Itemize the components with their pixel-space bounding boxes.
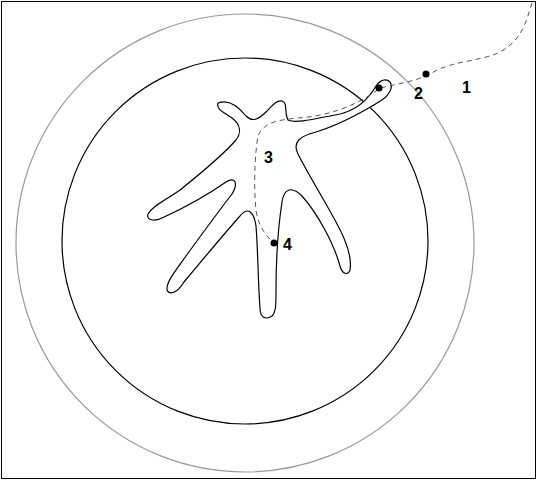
callout-number: 1 xyxy=(462,80,471,96)
point-dot xyxy=(271,240,278,247)
callout-number: 4 xyxy=(283,237,292,253)
point-dot xyxy=(423,71,430,78)
point-dot xyxy=(376,85,383,92)
route-dashed-line xyxy=(255,3,532,243)
callout-number: 2 xyxy=(414,86,423,102)
cave-outline xyxy=(148,80,392,318)
callout-number: 3 xyxy=(264,150,273,166)
inner-circle xyxy=(62,58,428,424)
outer-circle xyxy=(16,14,474,472)
